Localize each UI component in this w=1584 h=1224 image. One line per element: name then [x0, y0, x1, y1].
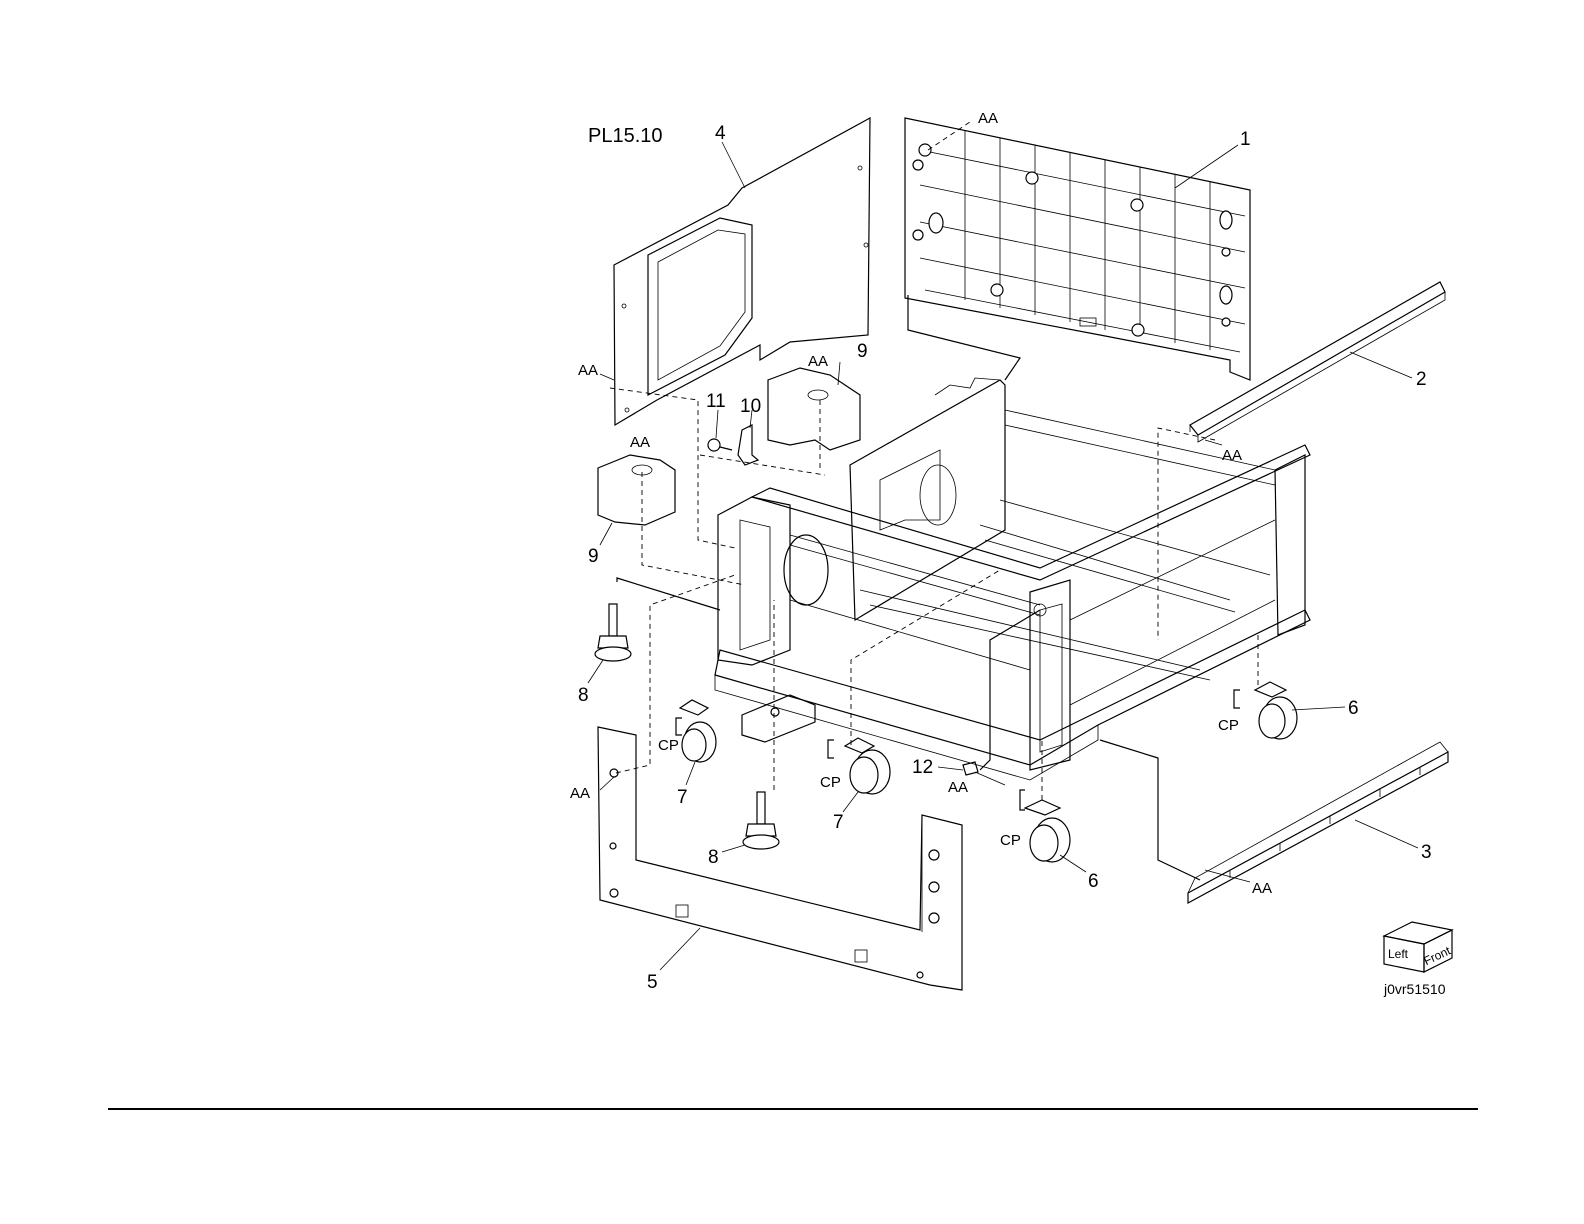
marker-cp-center: CP — [820, 774, 841, 791]
callout-2: 2 — [1416, 369, 1427, 390]
marker-cp-center-right: CP — [1000, 832, 1021, 849]
part-5-front-frame — [598, 727, 962, 990]
callout-11: 11 — [706, 391, 726, 412]
marker-aa-cover-lower: AA — [630, 434, 650, 451]
part-7-caster-left — [680, 700, 716, 762]
marker-cp-right: CP — [1218, 717, 1239, 734]
part-1-rear-cover — [905, 118, 1250, 380]
marker-aa-clip: AA — [948, 779, 968, 796]
callout-5: 5 — [647, 972, 658, 993]
marker-aa-rail-top: AA — [1222, 447, 1242, 464]
footer-rule — [108, 1108, 1478, 1110]
callout-8-left: 8 — [578, 685, 589, 706]
orientation-left-label: Left — [1388, 947, 1409, 961]
part-9-cover-upper — [768, 368, 860, 450]
part-6-caster-right — [1255, 682, 1297, 739]
callout-6-right: 6 — [1348, 698, 1359, 719]
callout-7-left: 7 — [677, 787, 688, 808]
callout-4: 4 — [715, 123, 726, 144]
part-2-top-rail — [1190, 282, 1445, 442]
callout-7-center: 7 — [833, 812, 844, 833]
callout-12: 12 — [912, 757, 933, 778]
part-4-left-cover — [614, 118, 870, 425]
callout-6-center: 6 — [1088, 871, 1099, 892]
callout-1: 1 — [1240, 129, 1251, 150]
callout-3: 3 — [1421, 842, 1432, 863]
part-6-caster-center — [1025, 800, 1070, 862]
marker-cp-left: CP — [658, 737, 679, 754]
orientation-cube: Left Front — [1384, 922, 1453, 972]
reference-code: j0vr51510 — [1383, 981, 1446, 997]
callout-9-lower: 9 — [588, 546, 599, 567]
orientation-front-label: Front — [1421, 943, 1453, 968]
marker-aa-frame: AA — [570, 785, 590, 802]
part-7-caster-center — [845, 738, 890, 794]
part-9-cover-lower — [598, 455, 675, 525]
marker-aa-top: AA — [978, 110, 998, 127]
part-10-bracket — [738, 425, 758, 465]
marker-aa-cover-upper: AA — [808, 353, 828, 370]
callout-8-center: 8 — [708, 847, 719, 868]
part-8-foot-left — [595, 604, 631, 661]
callout-10: 10 — [740, 396, 761, 417]
callout-9-upper: 9 — [857, 341, 868, 362]
part-11-screw — [708, 439, 732, 451]
plate-title: PL15.10 — [588, 125, 663, 147]
marker-aa-rail-bottom: AA — [1252, 880, 1272, 897]
marker-aa-left: AA — [578, 362, 598, 379]
part-12-clip — [963, 762, 978, 775]
part-8-foot-center — [743, 792, 779, 849]
part-3-bottom-rail — [1188, 742, 1448, 903]
